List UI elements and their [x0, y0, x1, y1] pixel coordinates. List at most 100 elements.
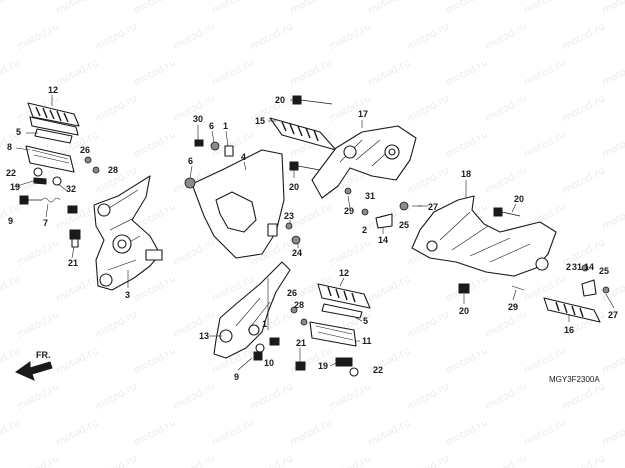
callout-19: 19 — [10, 182, 20, 192]
pillion-bracket-right — [411, 195, 557, 277]
watermark-text: motod.ru — [561, 21, 607, 52]
washer-25 — [399, 201, 409, 211]
bolt-20-mid — [289, 161, 321, 171]
watermark-text: motod.ru — [15, 237, 61, 268]
watermark-text: motod.ru — [249, 453, 295, 468]
collar-6-upper — [210, 141, 220, 151]
watermark-text: motod.ru — [366, 57, 412, 88]
watermark-text: motod.ru — [132, 345, 178, 376]
callout-31-right: 31 — [572, 262, 582, 272]
bolt-20-top — [292, 95, 333, 105]
watermark-text: motod.ru — [522, 57, 568, 88]
callout-25: 25 — [399, 220, 409, 230]
rubber-1 — [224, 145, 234, 157]
callout-4: 4 — [241, 152, 246, 162]
watermark-text: motod.ru — [132, 57, 178, 88]
footpeg-bracket-left — [93, 175, 163, 291]
footpeg-plate-right — [321, 303, 363, 319]
watermark-text: motod.ru — [444, 417, 490, 448]
bolt-20-lower-right — [458, 283, 470, 294]
pillion-footpeg-right — [543, 297, 601, 323]
washer-22-right — [349, 367, 359, 377]
callout-20-lower: 20 — [459, 306, 469, 316]
clip-28-right — [300, 318, 308, 326]
watermark-text: motod.ru — [0, 417, 22, 448]
watermark-text: motod.ru — [405, 453, 451, 468]
watermark-text: motod.ru — [405, 165, 451, 196]
watermark-text: motod.ru — [327, 237, 373, 268]
watermark-text: motod.ru — [327, 381, 373, 412]
callout-27: 27 — [428, 202, 438, 212]
callout-26: 26 — [80, 145, 90, 155]
front-arrow-label: FR. — [36, 350, 51, 360]
watermark-text: motod.ru — [444, 0, 490, 17]
watermark-text: motod.ru — [483, 381, 529, 412]
watermark-text: motod.ru — [132, 273, 178, 304]
watermark-text: motod.ru — [405, 381, 451, 412]
watermark-text: motod.ru — [210, 417, 256, 448]
watermark-text: motod.ru — [600, 345, 625, 376]
spring-7 — [41, 197, 61, 203]
watermark-text: motod.ru — [483, 21, 529, 52]
callout-21: 21 — [68, 258, 78, 268]
callout-20-top: 20 — [275, 95, 285, 105]
callout-3: 3 — [125, 290, 130, 300]
watermark-text: motod.ru — [405, 309, 451, 340]
watermark-text: motod.ru — [54, 0, 100, 17]
callout-6-lower: 6 — [188, 156, 193, 166]
watermark-text: motod.ru — [327, 453, 373, 468]
watermark-text: motod.ru — [483, 93, 529, 124]
watermark-text: motod.ru — [171, 237, 217, 268]
leader-lines — [13, 95, 615, 371]
callout-30: 30 — [193, 114, 203, 124]
watermark-text: motod.ru — [288, 57, 334, 88]
callout-18: 18 — [461, 169, 471, 179]
watermark-text: motod.ru — [15, 309, 61, 340]
watermark-text: motod.ru — [171, 453, 217, 468]
watermark-text: motod.ru — [54, 417, 100, 448]
callout-1-right: 1 — [262, 319, 267, 329]
footpeg-pin-right — [335, 357, 353, 367]
callout-13: 13 — [199, 331, 209, 341]
bolt-9-lower — [253, 351, 263, 361]
callout-15: 15 — [255, 116, 265, 126]
watermark-text: motod.ru — [171, 21, 217, 52]
watermark-text: motod.ru — [171, 381, 217, 412]
callout-21-right: 21 — [296, 338, 306, 348]
diagram-code: MGY3F2300A — [549, 375, 600, 384]
callout-31: 31 — [365, 191, 375, 201]
pin-2-right — [581, 264, 589, 272]
callout-8: 8 — [7, 142, 12, 152]
heel-guard — [184, 149, 285, 259]
callout-23: 23 — [284, 211, 294, 221]
bolt-20-right — [493, 207, 521, 217]
watermark-text: motod.ru — [132, 0, 178, 17]
bolt-21-lower — [295, 361, 306, 371]
pin-29 — [511, 285, 525, 291]
watermark-text: motod.ru — [366, 273, 412, 304]
washer-26 — [84, 156, 92, 164]
callout-27-right: 27 — [608, 310, 618, 320]
watermark-text: motod.ru — [0, 57, 22, 88]
watermark-text: motod.ru — [366, 417, 412, 448]
watermark-text: motod.ru — [0, 0, 22, 17]
watermark-text: motod.ru — [288, 0, 334, 17]
callout-20-mid: 20 — [289, 182, 299, 192]
callout-16: 16 — [564, 325, 574, 335]
callout-22-right: 22 — [373, 365, 383, 375]
front-direction-arrow — [14, 361, 53, 381]
callout-10: 10 — [264, 358, 274, 368]
left-footpeg-group — [19, 102, 163, 291]
callout-11: 11 — [362, 336, 372, 346]
watermark-text: motod.ru — [93, 93, 139, 124]
callout-25-right: 25 — [599, 266, 609, 276]
watermark-text: motod.ru — [600, 57, 625, 88]
watermark-text: motod.ru — [600, 201, 625, 232]
watermark-text: motod.ru — [366, 0, 412, 17]
footpeg-right — [309, 321, 357, 347]
callout-24: 24 — [292, 248, 302, 258]
footpeg-rubber-upper-left — [27, 102, 80, 136]
watermark-text: motod.ru — [288, 417, 334, 448]
callout-12-right: 12 — [339, 268, 349, 278]
